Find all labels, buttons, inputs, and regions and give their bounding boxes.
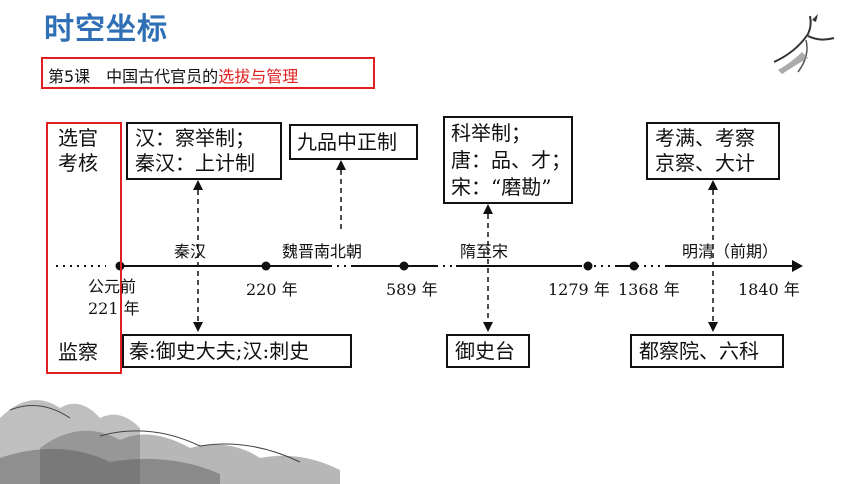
arrow-up-icon [193,180,203,190]
label-select: 选官 考核 [58,126,98,176]
lesson-highlight: 选拔与管理 [218,67,299,86]
arrow-up-icon [336,160,346,170]
box-ming-line2: 京察、大计 [655,151,755,175]
period-mingqing: 明清（前期） [682,242,779,261]
box-qin-han-supervise-text: 秦:御史大夫;汉:刺史 [129,339,310,363]
timeline-arrow-icon [792,260,803,272]
year-221bc-line1: 公元前 [88,277,137,296]
landscape-decoration [0,400,340,484]
year-220: 220 年 [246,280,298,299]
box-han-qin: 汉：察举制； 秦汉：上计制 [126,122,282,180]
label-select-line2: 考核 [58,151,98,175]
box-keju-line1: 科举制； [451,121,531,145]
crane-icon [773,14,835,74]
box-ming: 考满、考察 京察、大计 [646,122,780,180]
period-weijin: 魏晋南北朝 [282,242,363,261]
year-1279: 1279 年 [548,280,610,299]
year-221bc: 公元前 221 年 [88,276,140,320]
year-1840: 1840 年 [738,280,800,299]
lesson-frame [41,57,375,89]
period-suisong: 隋至宋 [460,242,509,261]
box-qin-han-supervise: 秦:御史大夫;汉:刺史 [122,334,352,368]
box-yushitai: 御史台 [446,334,530,368]
box-han-qin-line2: 秦汉：上计制 [135,151,255,175]
box-keju-line2: 唐：品、才； [451,148,571,172]
label-select-line1: 选官 [58,126,98,150]
box-han-qin-line1: 汉：察举制； [135,126,255,150]
arrow-down-icon [193,322,203,332]
lesson-title: 第5课 中国古代官员的选拔与管理 [48,63,298,87]
year-589: 589 年 [386,280,438,299]
period-qinhan: 秦汉 [174,242,207,261]
dot-589 [399,261,409,271]
arrow-down-icon [483,322,493,332]
row-label-frame [46,122,122,374]
arrow-up-icon [708,180,718,190]
box-duchayuan-text: 都察院、六科 [639,339,759,363]
box-jiupin: 九品中正制 [289,124,418,160]
lesson-prefix: 第5课 中国古代官员的 [48,67,219,86]
arrow-up-icon [483,204,493,214]
arrow-down-icon [708,322,718,332]
dot-1368 [629,261,639,271]
box-jiupin-text: 九品中正制 [297,130,397,154]
page-title: 时空坐标 [44,12,168,47]
year-221bc-line2: 221 年 [88,299,140,318]
year-1368: 1368 年 [618,280,680,299]
box-duchayuan: 都察院、六科 [630,334,784,368]
box-ming-line1: 考满、考察 [655,126,755,150]
label-supervise: 监察 [58,340,98,364]
box-yushitai-text: 御史台 [455,339,515,363]
dot-1279 [583,261,593,271]
box-keju-line3: 宋：“磨勘” [451,175,552,199]
box-keju: 科举制； 唐：品、才； 宋：“磨勘” [443,116,573,204]
dot-220 [261,261,271,271]
